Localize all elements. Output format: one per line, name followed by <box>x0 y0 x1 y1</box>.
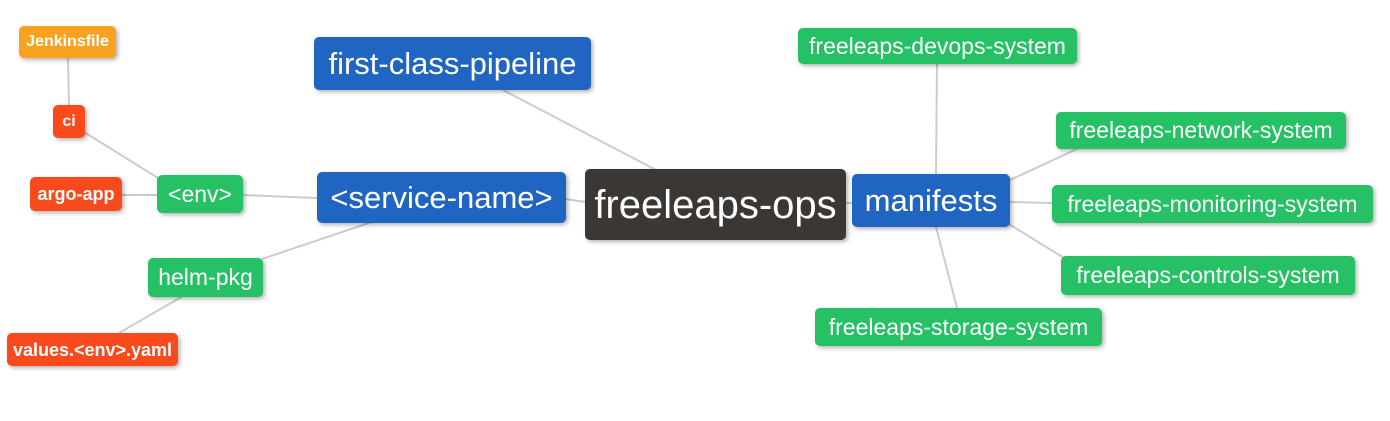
node-label-manifests: manifests <box>864 183 998 218</box>
node-first-class-pipeline[interactable]: first-class-pipeline <box>314 37 591 90</box>
node-ci[interactable]: ci <box>53 105 85 138</box>
node-label-freeleaps-devops-system: freeleaps-devops-system <box>809 32 1066 59</box>
node-helm-pkg[interactable]: helm-pkg <box>148 258 263 297</box>
edge-ci-env <box>83 131 159 179</box>
node-label-service-name: <service-name> <box>330 180 553 215</box>
node-label-freeleaps-ops: freeleaps-ops <box>594 182 837 227</box>
node-label-helm-pkg: helm-pkg <box>158 264 253 290</box>
node-freeleaps-network-system[interactable]: freeleaps-network-system <box>1056 112 1346 149</box>
node-freeleaps-monitoring-system[interactable]: freeleaps-monitoring-system <box>1052 185 1373 223</box>
node-argo-app[interactable]: argo-app <box>30 177 122 211</box>
node-freeleaps-controls-system[interactable]: freeleaps-controls-system <box>1061 256 1355 295</box>
node-label-freeleaps-monitoring-system: freeleaps-monitoring-system <box>1067 190 1358 217</box>
node-manifests[interactable]: manifests <box>852 174 1010 227</box>
node-freeleaps-devops-system[interactable]: freeleaps-devops-system <box>798 28 1077 64</box>
edge-env-service-name <box>242 194 318 199</box>
node-freeleaps-storage-system[interactable]: freeleaps-storage-system <box>815 308 1102 346</box>
node-label-first-class-pipeline: first-class-pipeline <box>328 46 577 81</box>
edge-manifests-freeleaps-controls-system <box>1008 223 1065 259</box>
node-label-jenkinsfile: Jenkinsfile <box>26 33 109 50</box>
edge-first-class-pipeline-freeleaps-ops <box>502 89 657 171</box>
edge-manifests-freeleaps-network-system <box>1009 148 1078 181</box>
node-service-name[interactable]: <service-name> <box>317 172 566 223</box>
edge-jenkinsfile-ci <box>67 57 70 106</box>
node-label-argo-app: argo-app <box>37 184 115 204</box>
edge-helm-pkg-service-name <box>261 221 373 260</box>
node-label-freeleaps-controls-system: freeleaps-controls-system <box>1076 262 1340 288</box>
node-label-ci: ci <box>62 112 76 130</box>
node-env[interactable]: <env> <box>157 175 243 213</box>
node-values-env-yaml[interactable]: values.<env>.yaml <box>7 333 178 366</box>
edge-manifests-freeleaps-devops-system <box>935 63 938 175</box>
node-label-values-env-yaml: values.<env>.yaml <box>12 339 173 360</box>
edge-service-name-freeleaps-ops <box>565 198 586 203</box>
node-label-freeleaps-storage-system: freeleaps-storage-system <box>828 313 1089 340</box>
edge-values-env-yaml-helm-pkg <box>118 295 184 334</box>
node-freeleaps-ops[interactable]: freeleaps-ops <box>585 169 846 240</box>
node-label-env: <env> <box>168 180 232 207</box>
edge-manifests-freeleaps-monitoring-system <box>1009 201 1053 204</box>
edge-manifests-freeleaps-storage-system <box>935 226 958 309</box>
node-label-freeleaps-network-system: freeleaps-network-system <box>1069 117 1333 143</box>
node-jenkinsfile[interactable]: Jenkinsfile <box>19 26 116 58</box>
